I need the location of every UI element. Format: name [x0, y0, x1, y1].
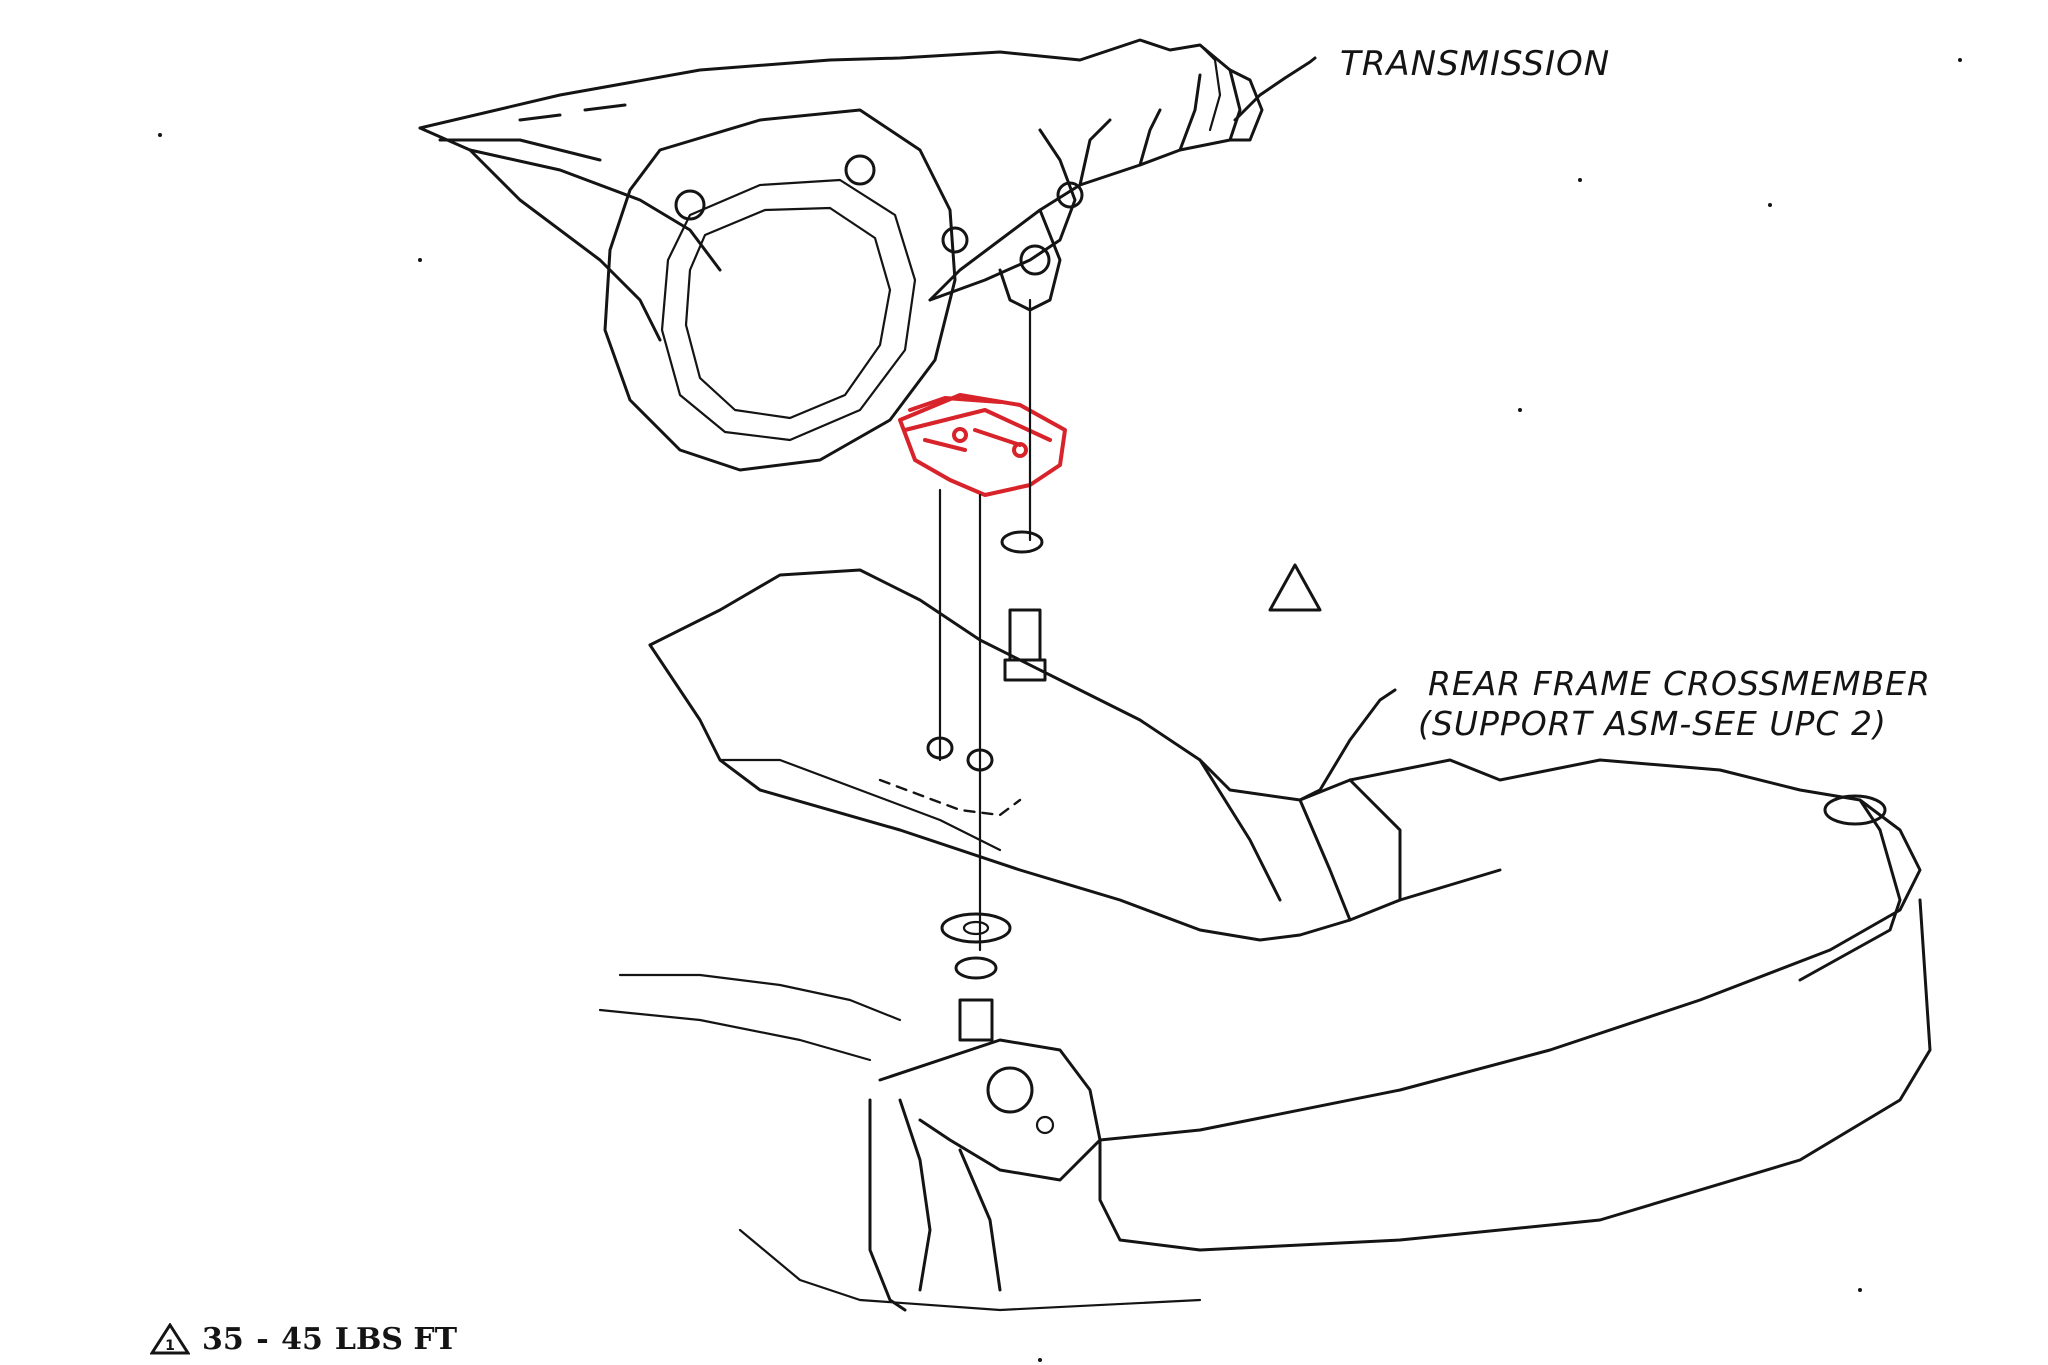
crossmember-label: REAR FRAME CROSSMEMBER — [1428, 664, 1931, 703]
transmission-label: TRANSMISSION — [1340, 44, 1611, 84]
crossmember-sublabel: (SUPPORT ASM-SEE UPC 2) — [1418, 704, 1887, 743]
torque-value: 35 - 45 — [202, 1322, 323, 1357]
transmission-drawing — [418, 38, 1317, 472]
torque-callout-triangle — [1268, 563, 1322, 612]
torque-spec-note: 1 35 - 45 LBS FT — [150, 1322, 457, 1357]
fastener-hardware — [926, 298, 1047, 1042]
torque-callout-icon: 1 — [150, 1322, 190, 1354]
torque-callout-number: 1 — [165, 1338, 175, 1354]
transmission-mount-highlight — [898, 393, 1067, 497]
crossmember-drawing — [598, 568, 1932, 1312]
torque-unit: LBS FT — [334, 1322, 458, 1357]
paper-specks — [158, 58, 1962, 1362]
